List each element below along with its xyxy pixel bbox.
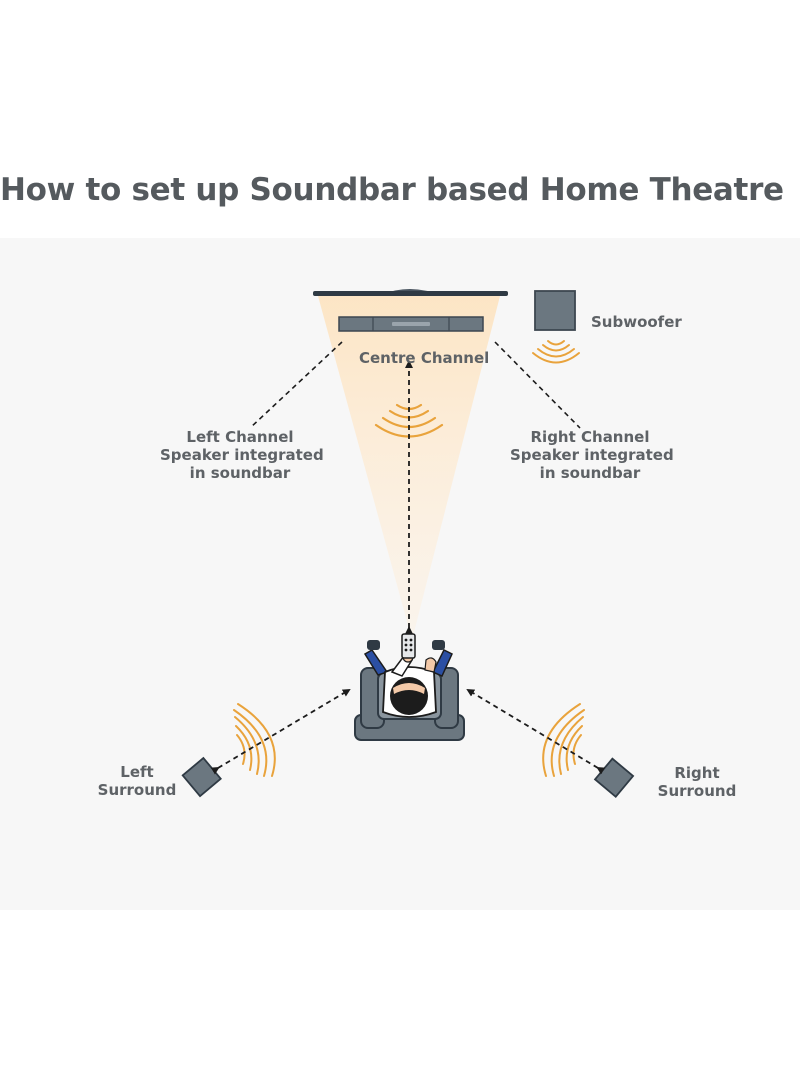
- centre-channel-label: Centre Channel: [359, 349, 490, 367]
- subwoofer-icon: [534, 290, 576, 331]
- sound-wave-icon: [542, 703, 585, 777]
- right-channel-label: Right Channel Speaker integrated in soun…: [510, 428, 674, 482]
- left-channel-line: [249, 341, 343, 429]
- subwoofer-label: Subwoofer: [591, 313, 682, 331]
- right-surround-label: Right Surround: [657, 764, 737, 800]
- tv-icon: [313, 289, 508, 296]
- sound-wave-icon: [233, 703, 276, 777]
- surround-speaker-icon: [181, 756, 222, 798]
- surround-speaker-icon: [593, 757, 635, 798]
- right-surround-arrow: [466, 688, 606, 775]
- sound-wave-icon: [532, 340, 580, 364]
- person-icon: [363, 640, 453, 718]
- soundbar-icon: [338, 316, 484, 332]
- left-surround-arrow: [210, 688, 351, 775]
- left-channel-label: Left Channel Speaker integrated in sound…: [160, 428, 324, 482]
- page-title: How to set up Soundbar based Home Theatr…: [0, 172, 784, 208]
- left-surround-label: Left Surround: [97, 763, 177, 799]
- right-channel-line: [494, 341, 581, 429]
- remote-icon: [401, 633, 416, 659]
